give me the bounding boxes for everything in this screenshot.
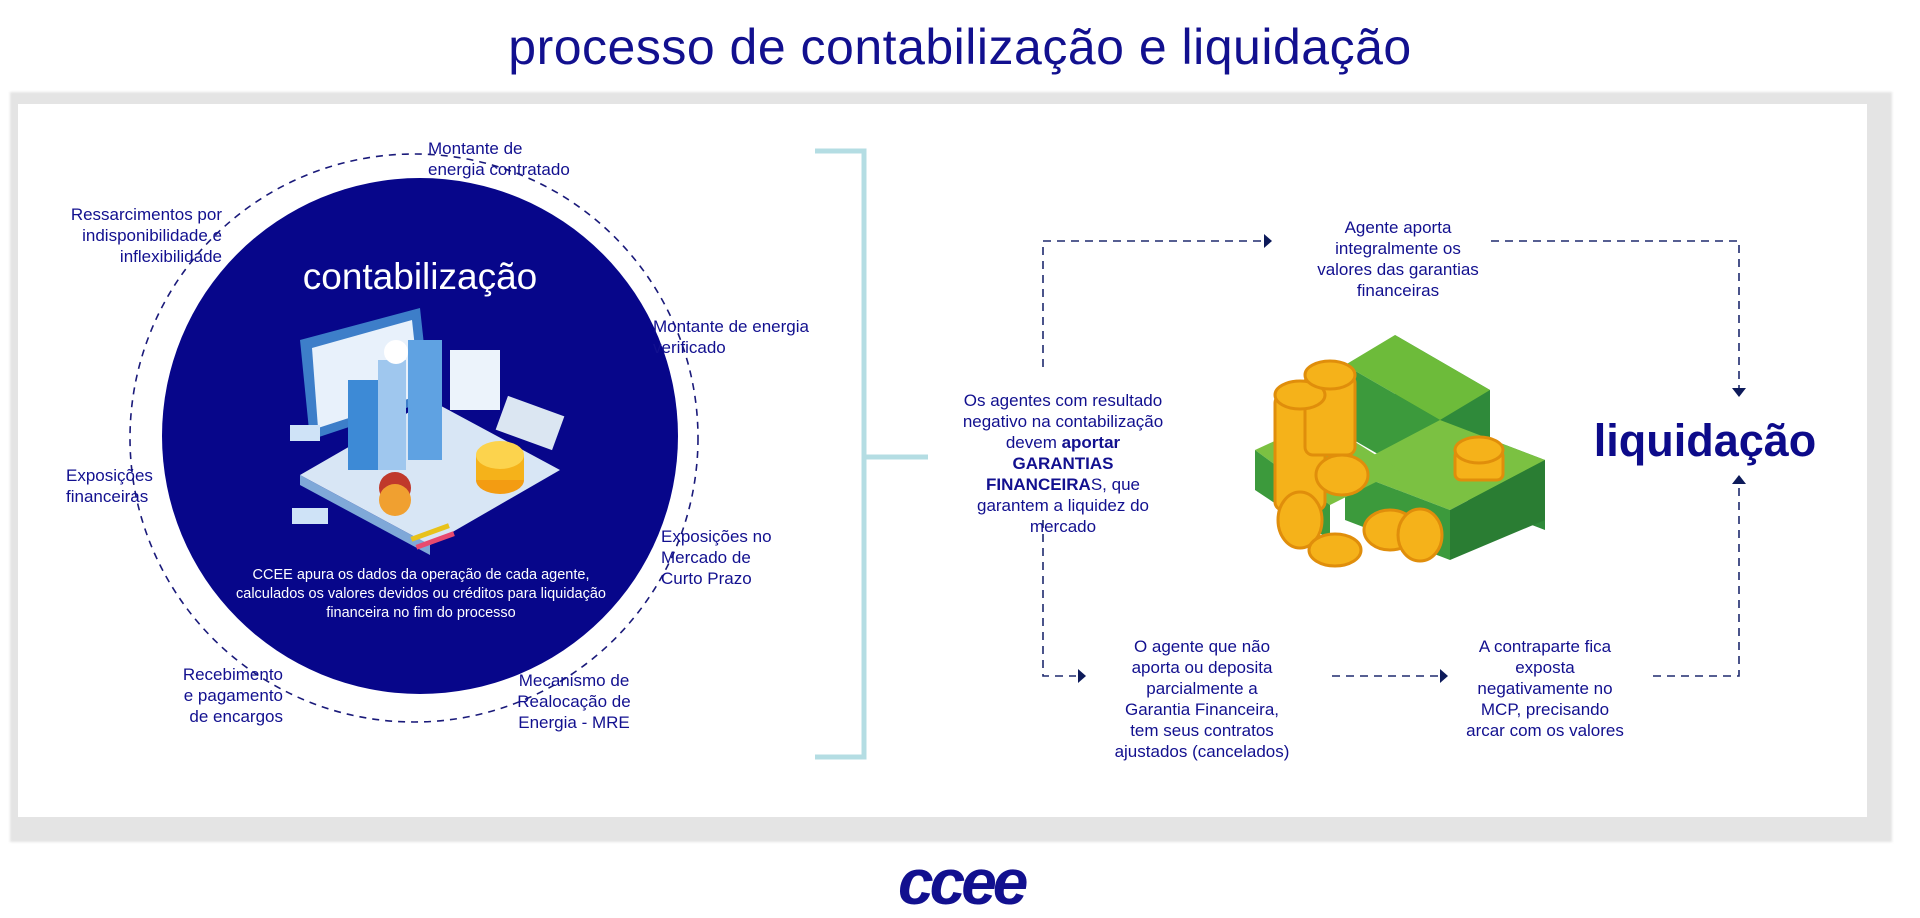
bracket: [815, 148, 928, 760]
garantias-text-bold: aportar GARANTIAS FINANCEIRA: [986, 433, 1121, 494]
ring-label-exposicoes-mcp: Exposições no Mercado de Curto Prazo: [661, 527, 772, 588]
flow-lines: [1042, 240, 1740, 677]
ring-label-mre: Mecanismo de Realocação de Energia - MRE: [517, 671, 631, 732]
ccee-logo: ccee: [898, 846, 1028, 918]
contabilizacao-heading: contabilização: [302, 256, 538, 297]
arrow-down-icon: [1732, 388, 1746, 397]
arrow-right-icon: [1264, 234, 1272, 248]
garantias-text-end: S, que garantem a liquidez do mercado: [976, 475, 1149, 536]
flow-text-garantias: Os agentes com resultado negativo na con…: [953, 390, 1173, 537]
arrow-right-icon: [1440, 669, 1448, 683]
page-title: processo de contabilização e liquidação: [508, 19, 1412, 75]
flow-text-aporte-integral: Agente aporta integralmente os valores d…: [1317, 218, 1479, 300]
ring-label-exposicoes-financeiras: Exposições financeiras: [66, 466, 153, 506]
flow-text-nao-aporta: O agente que não aporta ou deposita parc…: [1114, 637, 1290, 761]
ring-label-energia-verificado: Montante de energia verificado: [653, 317, 809, 357]
money-illustration: [1255, 335, 1545, 568]
liquidacao-heading: liquidação: [1593, 415, 1817, 466]
flow-text-contraparte: A contraparte fica exposta negativamente…: [1466, 637, 1624, 740]
dashed-ring: [129, 153, 699, 723]
contabilizacao-description: CCEE apura os dados da operação de cada …: [236, 567, 606, 621]
ring-label-ressarcimentos: Ressarcimentos por indisponibilidade e i…: [70, 205, 222, 266]
accounting-laptop-illustration: [290, 308, 565, 555]
arrow-icons: [1078, 234, 1746, 683]
arrow-right-icon: [1078, 669, 1086, 683]
garantias-text-start: Os agentes com resultado negativo na con…: [962, 391, 1164, 452]
arrow-up-icon: [1732, 475, 1746, 484]
ring-label-encargos: Recebimento e pagamento de encargos: [182, 665, 283, 726]
ring-label-energia-contratado: Montante de energia contratado: [428, 139, 570, 179]
